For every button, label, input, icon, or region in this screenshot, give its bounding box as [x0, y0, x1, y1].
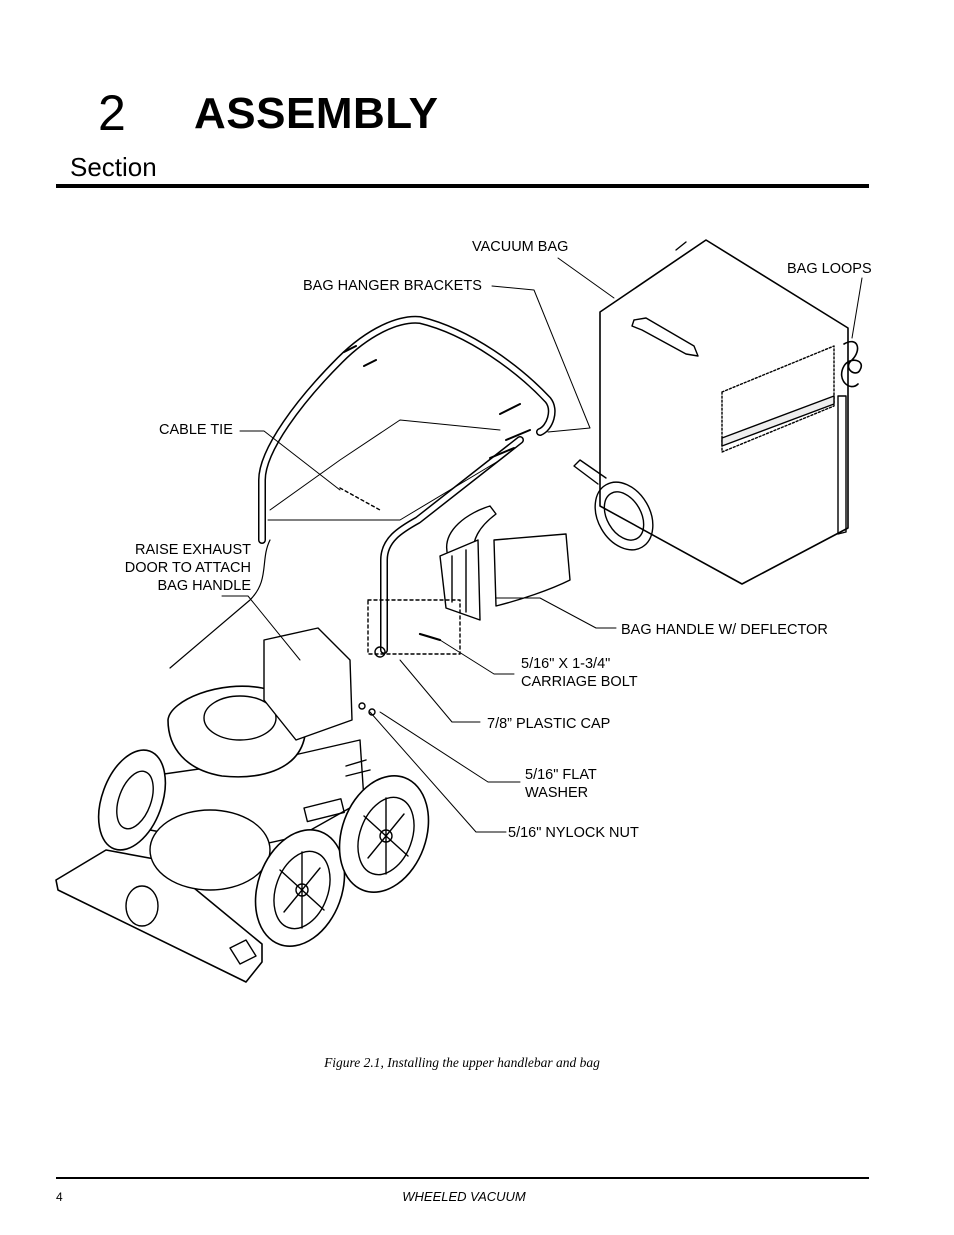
- section-title: ASSEMBLY: [194, 89, 439, 138]
- footer-rule: [56, 1177, 869, 1179]
- figure-caption: Figure 2.1, Installing the upper handleb…: [324, 1055, 600, 1070]
- callout-plastic-cap: 7/8” PLASTIC CAP: [487, 716, 611, 732]
- handlebar-drawing: [169, 315, 556, 669]
- hardware-drawing: [358, 599, 461, 716]
- section-word: Section: [70, 152, 157, 182]
- callout-cable-tie: CABLE TIE: [159, 422, 233, 438]
- callout-vacuum-bag: VACUUM BAG: [472, 239, 569, 255]
- footer-title: WHEELED VACUUM: [402, 1189, 526, 1204]
- page-number: 4: [56, 1190, 63, 1204]
- vacuum-body-drawing: [55, 627, 371, 983]
- callout-bag-handle-deflector: BAG HANDLE W/ DEFLECTOR: [621, 622, 828, 638]
- leader-lines: [221, 257, 863, 833]
- header-rule: [56, 184, 869, 188]
- wheels-drawing: [97, 749, 430, 947]
- section-number: 2: [98, 85, 126, 141]
- callout-carriage-bolt: 5/16" X 1-3/4" CARRIAGE BOLT: [521, 656, 638, 690]
- callout-nylock-nut: 5/16" NYLOCK NUT: [508, 825, 639, 841]
- callout-flat-washer: 5/16" FLAT WASHER: [525, 767, 597, 801]
- vacuum-bag-drawing: [573, 239, 863, 585]
- callout-raise-exhaust: RAISE EXHAUST DOOR TO ATTACH BAG HANDLE: [124, 542, 251, 594]
- bag-handle-deflector-drawing: [439, 505, 571, 621]
- callout-bag-loops: BAG LOOPS: [787, 261, 872, 277]
- callout-bag-hanger-brackets: BAG HANGER BRACKETS: [303, 278, 482, 294]
